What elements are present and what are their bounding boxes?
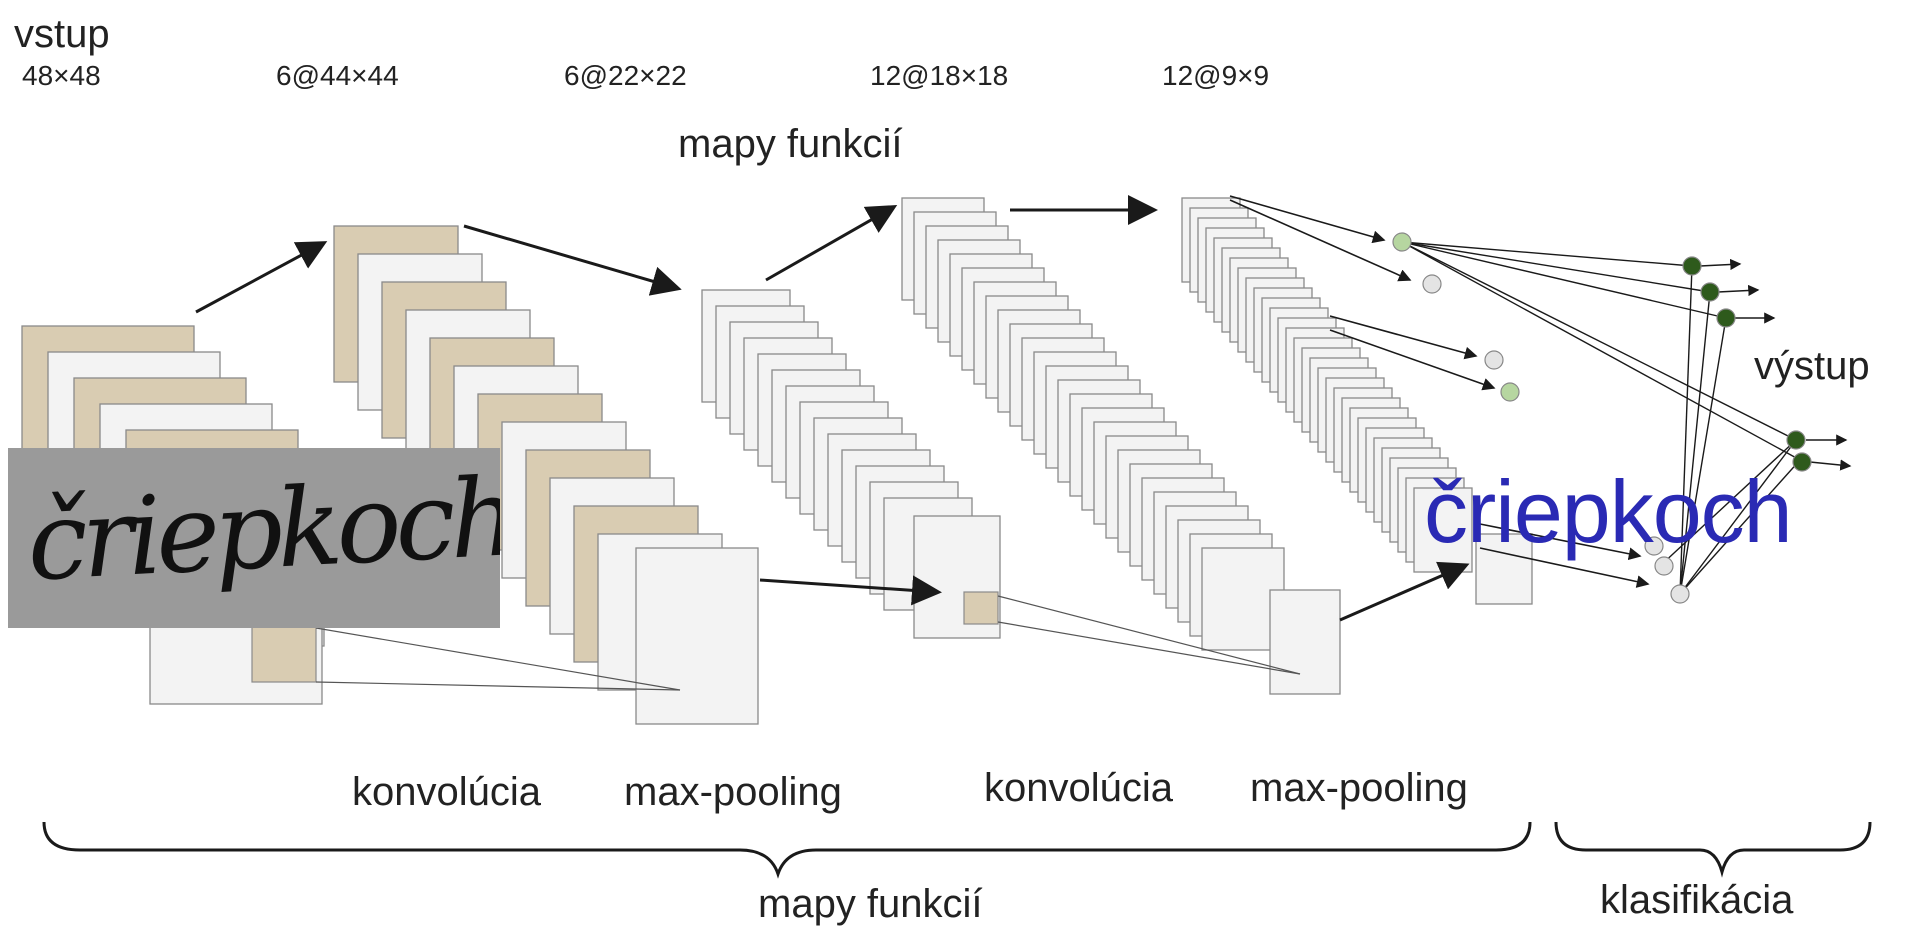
feature-maps-top-label: mapy funkcií bbox=[678, 122, 903, 166]
handwritten-word: čriepkoch bbox=[24, 455, 500, 605]
feature-maps-brace bbox=[42, 821, 1532, 879]
neuron-node-icon bbox=[1654, 556, 1674, 576]
arrow-right-icon bbox=[195, 241, 328, 314]
receptive-field-pool1 bbox=[963, 591, 999, 625]
pool2-feature-stack bbox=[1181, 197, 1533, 605]
conv2-front-map bbox=[1269, 589, 1341, 695]
pool2-front-map bbox=[1475, 533, 1533, 605]
receptive-fields bbox=[251, 591, 1301, 691]
op-conv1-label: konvolúcia bbox=[352, 770, 542, 814]
handwriting-sample-image: čriepkoch bbox=[8, 448, 516, 628]
dim-input: 48×48 bbox=[22, 60, 101, 91]
feature-maps-bottom-label: mapy funkcií bbox=[758, 882, 983, 926]
arrow-right-icon bbox=[759, 575, 942, 606]
output-title: výstup bbox=[1754, 344, 1870, 388]
fc-connections-out bbox=[1401, 241, 1801, 595]
neuron-node-icon bbox=[1786, 430, 1806, 450]
neuron-node-icon bbox=[1682, 256, 1702, 276]
op-pool1-label: max-pooling bbox=[624, 770, 842, 814]
fc-connections-in bbox=[1229, 195, 1650, 588]
neuron-node-icon bbox=[1422, 274, 1442, 294]
arrow-right-icon bbox=[463, 224, 682, 296]
dim-conv1: 6@44×44 bbox=[276, 60, 399, 91]
op-pool2-label: max-pooling bbox=[1250, 766, 1468, 810]
neuron-node-icon bbox=[1392, 232, 1412, 252]
neuron-node-icon bbox=[1670, 584, 1690, 604]
neuron-node-icon bbox=[1716, 308, 1736, 328]
conv2-feature-stack bbox=[901, 197, 1341, 695]
neuron-node-icon bbox=[1644, 536, 1664, 556]
classification-brace bbox=[1554, 821, 1872, 878]
output-arrows bbox=[1699, 258, 1852, 471]
conv1-feature-stack bbox=[333, 225, 759, 725]
pool1-feature-stack bbox=[701, 289, 1001, 639]
pool2-feature-map bbox=[1413, 487, 1473, 573]
classification-label: klasifikácia bbox=[1600, 878, 1794, 922]
recognized-output-word: čriepkoch bbox=[1424, 462, 1793, 561]
conv1-front-map bbox=[635, 547, 759, 725]
arrow-right-icon bbox=[1339, 561, 1470, 622]
neuron-node-icon bbox=[1484, 350, 1504, 370]
op-conv2-label: konvolúcia bbox=[984, 766, 1174, 810]
dim-pool2: 12@9×9 bbox=[1162, 60, 1270, 91]
dim-conv2: 12@18×18 bbox=[870, 60, 1009, 91]
input-title: vstup bbox=[14, 12, 110, 56]
neuron-node-icon bbox=[1500, 382, 1520, 402]
classifier-nodes bbox=[1392, 232, 1812, 604]
neuron-node-icon bbox=[1700, 282, 1720, 302]
dim-pool1: 6@22×22 bbox=[564, 60, 687, 91]
neuron-node-icon bbox=[1792, 452, 1812, 472]
flow-arrows bbox=[195, 195, 1470, 622]
arrow-right-icon bbox=[765, 205, 898, 282]
receptive-field-input bbox=[251, 623, 317, 683]
